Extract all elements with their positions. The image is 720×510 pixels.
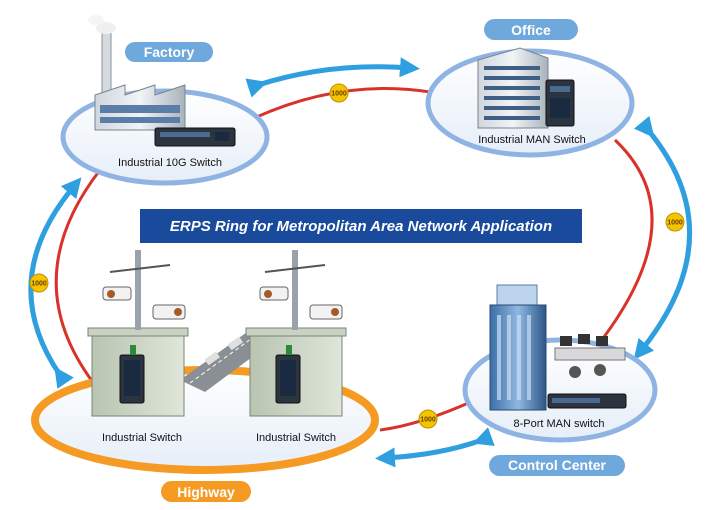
node-control-center: 8-Port MAN switch Control Center bbox=[462, 284, 658, 476]
link-badge-control-highway: 1000 bbox=[418, 409, 438, 429]
diagram-title-banner: ERPS Ring for Metropolitan Area Network … bbox=[140, 209, 582, 243]
node-title-highway: Highway bbox=[177, 484, 235, 500]
link-badge-factory-office: 1000 bbox=[329, 83, 349, 103]
cctv-camera-left-icon bbox=[102, 286, 186, 320]
node-office: Industrial MAN Switch Office bbox=[425, 19, 635, 158]
link-badge-highway-factory: 1000 bbox=[29, 273, 49, 293]
link-speed-label: 1000 bbox=[31, 281, 47, 288]
factory-building-icon bbox=[88, 15, 186, 131]
link-badge-office-control: 1000 bbox=[665, 212, 685, 232]
device-label: Industrial Switch bbox=[256, 432, 336, 444]
arrow-office-control bbox=[633, 115, 693, 360]
industrial-switch-right-icon bbox=[275, 345, 301, 404]
device-label: Industrial MAN Switch bbox=[478, 134, 586, 146]
node-title-factory: Factory bbox=[144, 44, 195, 60]
link-speed-label: 1000 bbox=[420, 417, 436, 424]
control-center-tower-icon bbox=[489, 284, 547, 411]
device-label: Industrial Switch bbox=[102, 432, 182, 444]
cctv-camera-right-icon bbox=[259, 286, 343, 320]
device-label: 8-Port MAN switch bbox=[513, 418, 604, 430]
node-highway: Industrial Switch Industrial Switch High… bbox=[31, 250, 379, 502]
arrow-factory-office bbox=[245, 57, 420, 98]
node-factory: Industrial 10G Switch Factory bbox=[60, 15, 270, 186]
office-building-icon bbox=[477, 47, 549, 129]
operator-desks-icon bbox=[554, 334, 626, 378]
link-speed-label: 1000 bbox=[331, 91, 347, 98]
device-label: Industrial 10G Switch bbox=[118, 157, 222, 169]
industrial-10g-switch-icon bbox=[154, 127, 236, 147]
industrial-switch-left-icon bbox=[119, 345, 145, 404]
node-title-office: Office bbox=[511, 22, 551, 38]
8-port-man-switch-icon bbox=[547, 393, 627, 409]
industrial-man-switch-icon bbox=[545, 79, 575, 127]
diagram-title: ERPS Ring for Metropolitan Area Network … bbox=[170, 218, 552, 235]
arrow-control-highway bbox=[375, 427, 495, 468]
node-title-control-center: Control Center bbox=[508, 457, 607, 473]
link-office-control bbox=[588, 138, 654, 356]
redundancy-arrows bbox=[28, 57, 693, 468]
link-speed-label: 1000 bbox=[667, 220, 683, 227]
